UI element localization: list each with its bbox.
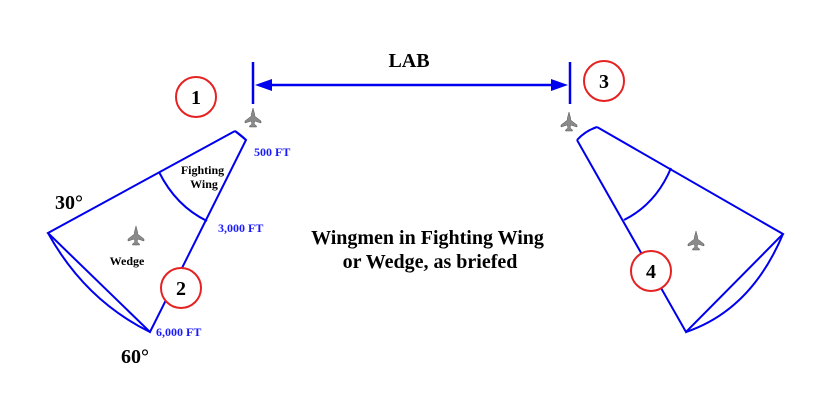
left-sector-outline — [46, 130, 248, 334]
right-fighting-wing-arc — [623, 167, 672, 221]
fighting-wing-label: Fighting Wing — [181, 163, 227, 191]
diagram-caption: Wingmen in Fighting Wing or Wedge, as br… — [311, 227, 549, 273]
caption-line-1: Wingmen in Fighting Wing — [311, 227, 544, 249]
right-formation-sector — [576, 126, 785, 334]
position-1-marker: 1 — [175, 76, 217, 118]
position-3-marker: 3 — [583, 60, 625, 102]
svg-text:2: 2 — [176, 278, 186, 300]
angle-60-label: 60° — [121, 346, 149, 368]
right-inner-arc — [576, 126, 598, 141]
position-4-marker: 4 — [630, 250, 672, 292]
jet-icon — [687, 230, 705, 251]
caption-line-2: or Wedge, as briefed — [343, 251, 518, 273]
left-inner-arc — [234, 130, 247, 141]
left-fighting-wing-arc — [158, 171, 208, 222]
left-sector-outer-arc — [47, 232, 151, 333]
svg-text:4: 4 — [646, 261, 656, 283]
jet-icon — [560, 111, 578, 132]
range-far-label: 6,000 FT — [156, 325, 201, 339]
svg-text:1: 1 — [191, 87, 201, 109]
right-sector-outer-arc — [685, 233, 784, 333]
right-sector-outline — [576, 126, 785, 334]
jet-icon — [127, 225, 145, 246]
lab-arrow-left-head — [255, 79, 272, 91]
lab-measurement: LAB — [251, 50, 572, 104]
lab-arrow-right-head — [551, 79, 568, 91]
jet-icon — [244, 107, 262, 128]
svg-text:3: 3 — [599, 71, 609, 93]
left-formation-sector: 500 FT 3,000 FT 6,000 FT 30° 60° Fightin… — [46, 130, 290, 368]
range-mid-label: 3,000 FT — [218, 221, 263, 235]
position-2-marker: 2 — [160, 267, 202, 309]
range-near-label: 500 FT — [254, 145, 290, 159]
lab-label: LAB — [388, 50, 429, 72]
angle-30-label: 30° — [55, 192, 83, 214]
wedge-label: Wedge — [110, 254, 145, 268]
